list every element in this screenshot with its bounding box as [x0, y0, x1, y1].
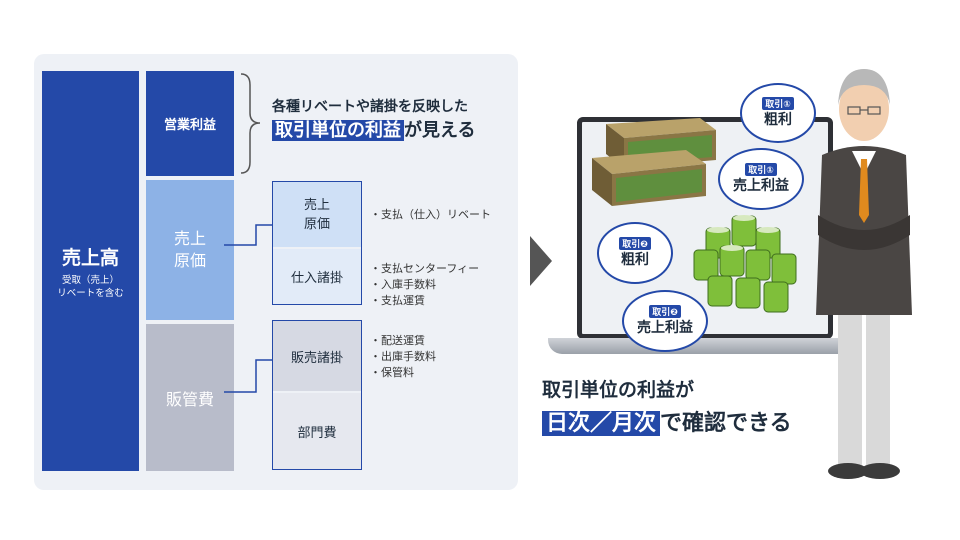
bubble-value: 粗利	[764, 112, 792, 128]
sga-block: 販管費	[146, 324, 234, 471]
sales-notes: ・配送運賃 ・出庫手数料 ・保管料	[370, 333, 436, 381]
caption-highlight: 日次／月次	[542, 411, 661, 436]
curly-brace-icon	[240, 73, 261, 174]
note-item: ・支払運賃	[370, 294, 425, 307]
purchase-charges-cell: 仕入諸掛	[273, 249, 361, 304]
sales-column: 売上高 受取（売上） リベートを含む	[42, 71, 139, 471]
note-item: ・支払センターフィー	[370, 262, 480, 275]
sales-title: 売上高	[61, 246, 119, 269]
cogs-cost-label-2: 原価	[303, 216, 330, 232]
bubble-tag: 取引①	[745, 163, 777, 176]
bubble-trade2-sales-profit: 取引❷ 売上利益	[622, 290, 708, 352]
bubble-tag: 取引❷	[649, 305, 681, 318]
green-cans-icon	[693, 215, 797, 313]
sales-note-2: リベートを含む	[57, 287, 124, 299]
bubble-trade2-gross-profit: 取引❷ 粗利	[597, 222, 673, 284]
note-item: ・出庫手数料	[370, 350, 436, 363]
note-item: ・入庫手数料	[370, 278, 436, 291]
headline-line2: 取引単位の利益が見える	[272, 116, 475, 142]
cardboard-boxes-icon	[592, 118, 716, 206]
sales-charges-cell: 販売諸掛	[273, 321, 361, 391]
cogs-breakdown-frame: 売上 原価 仕入諸掛	[272, 181, 362, 305]
bubble-trade1-gross-profit: 取引① 粗利	[740, 83, 816, 143]
bubble-tag: 取引①	[762, 97, 794, 110]
bubble-value: 売上利益	[733, 178, 789, 194]
bubble-value: 粗利	[621, 252, 649, 268]
businessman-icon	[816, 69, 912, 479]
caption-line2: 日次／月次で確認できる	[542, 405, 792, 437]
cogs-cost-label-1: 売上	[303, 197, 330, 213]
sales-charges-label: 販売諸掛	[290, 350, 343, 366]
laptop-base	[548, 338, 860, 354]
sga-label: 販管費	[165, 389, 214, 409]
headline-line1: 各種リベートや諸掛を反映した	[272, 99, 468, 115]
caption-rest: で確認できる	[660, 411, 792, 436]
purchase-notes: ・支払センターフィー ・入庫手数料 ・支払運賃	[370, 261, 479, 309]
dept-costs-label: 部門費	[297, 425, 337, 441]
bubble-value: 売上利益	[637, 320, 693, 336]
headline-rest: が見える	[404, 120, 476, 141]
bubble-tag: 取引❷	[619, 237, 651, 250]
caption-line1: 取引単位の利益が	[542, 379, 695, 401]
cogs-block: 売上 原価	[146, 180, 234, 320]
cogs-label-2: 原価	[173, 251, 206, 270]
operating-profit-block: 営業利益	[146, 71, 234, 176]
right-arrow-icon	[530, 236, 552, 286]
note-item: ・保管料	[370, 366, 414, 379]
cogs-label-1: 売上	[173, 229, 206, 248]
note-item: ・配送運賃	[370, 334, 425, 347]
headline-highlight: 取引単位の利益	[272, 120, 404, 141]
cogs-cost-cell: 売上 原価	[273, 182, 361, 247]
dept-costs-cell: 部門費	[273, 393, 361, 469]
bubble-trade1-sales-profit: 取引① 売上利益	[718, 148, 804, 210]
sales-note-1: 受取（売上）	[61, 274, 119, 286]
note-item: ・支払（仕入）リベート	[370, 208, 491, 221]
sga-breakdown-frame: 販売諸掛 部門費	[272, 320, 362, 470]
purchase-charges-label: 仕入諸掛	[290, 271, 343, 286]
cogs-notes: ・支払（仕入）リベート	[370, 207, 491, 223]
operating-profit-label: 営業利益	[163, 118, 216, 133]
